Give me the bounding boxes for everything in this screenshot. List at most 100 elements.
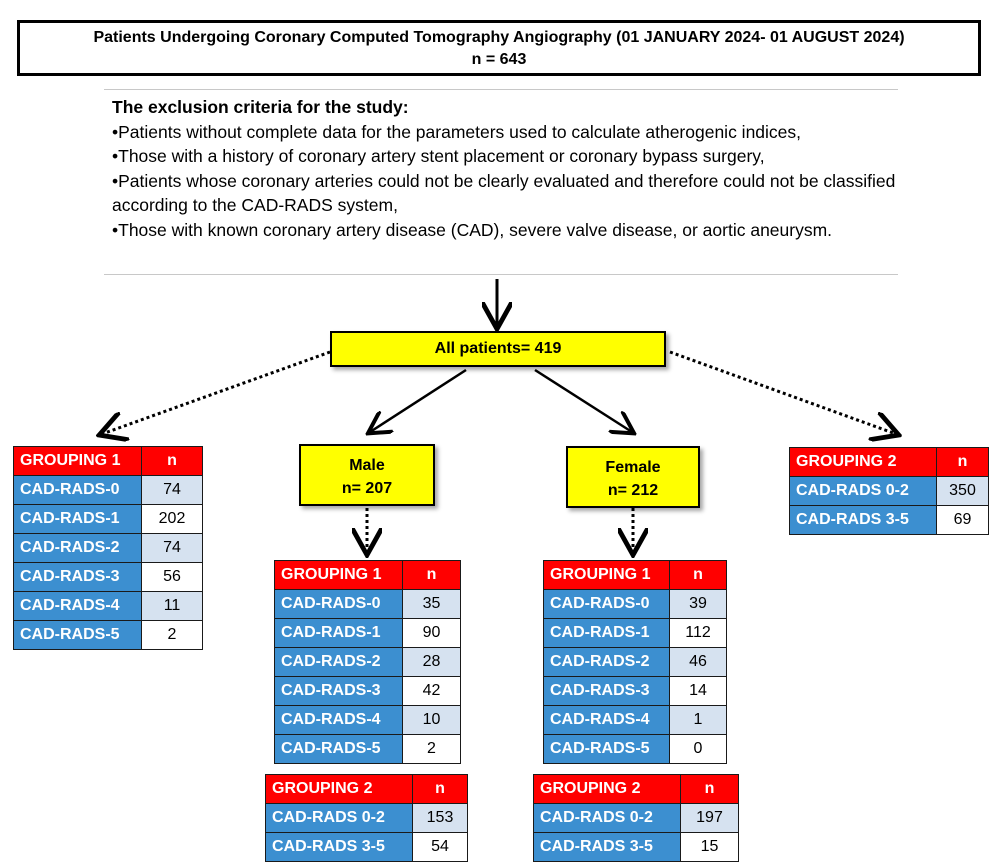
table-cell-category: CAD-RADS-3 — [543, 676, 670, 706]
study-title: Patients Undergoing Coronary Computed To… — [93, 29, 905, 46]
exclusion-heading: The exclusion criteria for the study: — [112, 97, 409, 117]
table-cell-n: 0 — [669, 734, 727, 764]
table-cell-n: 11 — [141, 591, 203, 621]
table-cell-n: 46 — [669, 647, 727, 677]
female-n: n= 212 — [607, 482, 659, 499]
table-header-n: n — [141, 446, 203, 476]
exclusion-item: •Patients whose coronary arteries could … — [112, 170, 896, 216]
table-header-row: GROUPING 1 n — [543, 560, 727, 590]
table-cell-category: CAD-RADS-1 — [13, 504, 142, 534]
table-cell-n: 2 — [141, 620, 203, 650]
table-header-n: n — [669, 560, 727, 590]
table-cell-n: 10 — [402, 705, 461, 735]
table-cell-category: CAD-RADS-0 — [543, 589, 670, 619]
table-header-n: n — [402, 560, 461, 590]
table-cell-category: CAD-RADS-5 — [274, 734, 403, 764]
table-header-grouping: GROUPING 2 — [265, 774, 413, 804]
table-header-row: GROUPING 2 n — [265, 774, 468, 804]
table-cell-n: 112 — [669, 618, 727, 648]
table-cell-n: 74 — [141, 533, 203, 563]
table-cell-category: CAD-RADS-0 — [274, 589, 403, 619]
table-header-row: GROUPING 2 n — [533, 774, 739, 804]
table-cell-category: CAD-RADS-3 — [274, 676, 403, 706]
table-cell-n: 56 — [141, 562, 203, 592]
table-cell-category: CAD-RADS 3-5 — [789, 505, 937, 535]
dotted-arrow-to-grouping1 — [102, 350, 331, 434]
table-header-n: n — [680, 774, 739, 804]
table-cell-n: 2 — [402, 734, 461, 764]
table-cell-n: 14 — [669, 676, 727, 706]
table-cell-category: CAD-RADS-1 — [543, 618, 670, 648]
table-header-grouping: GROUPING 1 — [274, 560, 403, 590]
exclusion-item: •Those with known coronary artery diseas… — [112, 219, 833, 240]
table-cell-category: CAD-RADS-2 — [13, 533, 142, 563]
table-cell-n: 69 — [936, 505, 989, 535]
exclusion-criteria: The exclusion criteria for the study: •P… — [104, 89, 898, 275]
table-cell-category: CAD-RADS-0 — [13, 475, 142, 505]
arrow-to-female — [534, 368, 632, 432]
table-cell-category: CAD-RADS-4 — [274, 705, 403, 735]
table-cell-category: CAD-RADS-2 — [543, 647, 670, 677]
arrow-to-male — [370, 368, 467, 432]
table-cell-category: CAD-RADS 0-2 — [265, 803, 413, 833]
male-n: n= 207 — [341, 480, 393, 497]
table-cell-n: 153 — [412, 803, 468, 833]
table-cell-n: 42 — [402, 676, 461, 706]
table-cell-n: 39 — [669, 589, 727, 619]
exclusion-item: •Patients without complete data for the … — [112, 121, 802, 142]
table-cell-category: CAD-RADS-1 — [274, 618, 403, 648]
table-header-row: GROUPING 2 n — [789, 447, 989, 477]
table-cell-category: CAD-RADS-4 — [543, 705, 670, 735]
table-cell-n: 1 — [669, 705, 727, 735]
table-cell-category: CAD-RADS-3 — [13, 562, 142, 592]
female-box: Female n= 212 — [566, 446, 700, 508]
table-header-n: n — [412, 774, 468, 804]
table-cell-category: CAD-RADS 0-2 — [789, 476, 937, 506]
table-cell-n: 197 — [680, 803, 739, 833]
dotted-arrow-to-grouping2 — [669, 350, 896, 434]
table-header-grouping: GROUPING 1 — [13, 446, 142, 476]
table-header-grouping: GROUPING 1 — [543, 560, 670, 590]
table-cell-n: 15 — [680, 832, 739, 862]
table-header-row: GROUPING 1 n — [13, 446, 203, 476]
table-cell-category: CAD-RADS-4 — [13, 591, 142, 621]
table-cell-n: 28 — [402, 647, 461, 677]
table-cell-n: 202 — [141, 504, 203, 534]
table-header-n: n — [936, 447, 989, 477]
study-total-n: n = 643 — [471, 51, 527, 68]
table-cell-category: CAD-RADS-2 — [274, 647, 403, 677]
all-patients-box: All patients= 419 — [330, 331, 666, 367]
male-label: Male — [349, 457, 385, 474]
table-header-grouping: GROUPING 2 — [789, 447, 937, 477]
table-cell-n: 35 — [402, 589, 461, 619]
study-title-box: Patients Undergoing Coronary Computed To… — [17, 20, 981, 76]
table-cell-category: CAD-RADS-5 — [13, 620, 142, 650]
